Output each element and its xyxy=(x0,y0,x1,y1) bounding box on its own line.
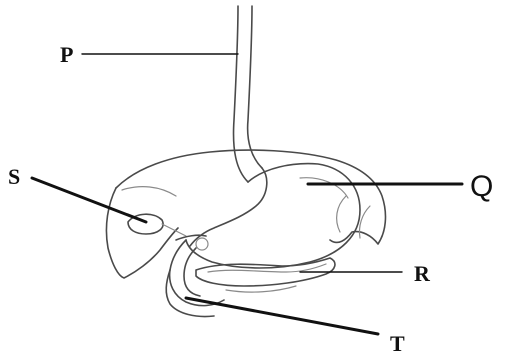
label-r: R xyxy=(414,261,431,286)
stomach xyxy=(186,164,360,268)
label-p: P xyxy=(60,42,73,67)
label-s: S xyxy=(8,164,20,189)
oesophagus xyxy=(234,6,262,182)
leader-line-t xyxy=(186,298,378,334)
label-q: Q xyxy=(470,170,493,203)
label-t: T xyxy=(390,331,405,356)
leader-line-s xyxy=(32,178,146,222)
